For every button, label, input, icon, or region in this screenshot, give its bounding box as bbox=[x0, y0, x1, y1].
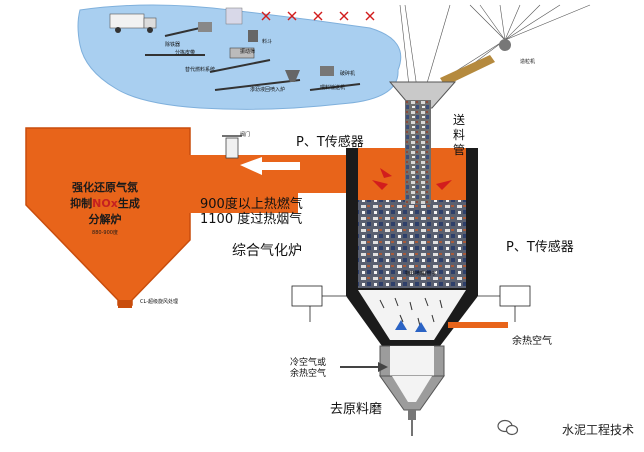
label-iron-remover: 除铁器 bbox=[165, 42, 181, 48]
heat-arrows bbox=[372, 168, 452, 190]
hot-gas-duct-lower bbox=[188, 183, 298, 213]
label-to-raw-mill: 去原料磨 bbox=[330, 402, 383, 417]
calciner-outlet bbox=[118, 300, 132, 308]
worker-photo bbox=[225, 7, 243, 25]
outlet-pipe bbox=[408, 410, 416, 420]
gasifier-wall-left bbox=[346, 148, 358, 288]
label-cold-air: 冷空气或 bbox=[290, 358, 327, 368]
label-cold-air-2: 余热空气 bbox=[290, 369, 327, 379]
label-cl-note: CL-超级旋风处理 bbox=[140, 299, 178, 305]
air-arrows bbox=[395, 320, 427, 332]
label-hopper: 料斗 bbox=[262, 39, 273, 45]
label-pt-sensor-right: P、T传感器 bbox=[506, 240, 574, 255]
calciner-line3: 分解炉 bbox=[88, 213, 122, 226]
granulator-icon bbox=[499, 39, 511, 51]
truck-icon bbox=[109, 13, 157, 33]
label-sorting-belt: 分拣皮带 bbox=[175, 50, 196, 56]
label-gas-1100: 1100 度过热烟气 bbox=[200, 212, 303, 227]
granulator-chute bbox=[440, 55, 495, 86]
gasifier-wall-right bbox=[466, 148, 478, 288]
waste-heat-pipe bbox=[448, 322, 508, 328]
label-gas-900: 900度以上热燃气 bbox=[200, 197, 303, 212]
calciner-temp: 880-900度 bbox=[92, 230, 118, 236]
calciner-label: 强化还原气氛 抑制NOx生成 分解炉 880-900度 bbox=[50, 180, 160, 238]
label-alt-fuel-system: 替代燃料系统 bbox=[185, 67, 216, 73]
watermark: 水泥工程技术 bbox=[539, 421, 634, 438]
wechat-icon bbox=[497, 419, 519, 436]
conveyor-icon bbox=[145, 22, 361, 91]
label-feed-pipe: 送料管 bbox=[452, 113, 465, 157]
watermark-text: 水泥工程技术 bbox=[561, 423, 634, 437]
label-leachate: 渗沥液回喷入炉 bbox=[250, 87, 286, 93]
calciner-line2: 抑制NOx生成 bbox=[70, 197, 140, 210]
top-valves bbox=[261, 11, 375, 21]
label-pt-sensor-top: P、T传感器 bbox=[296, 135, 364, 150]
label-waste-heat-air-right: 余热空气 bbox=[512, 336, 552, 347]
label-granulator: 造粒机 bbox=[520, 59, 536, 65]
label-valve: 阀门 bbox=[240, 132, 251, 138]
label-feed-nozzle: 物料喷嘴/管子 bbox=[405, 271, 437, 277]
valve-icon bbox=[225, 137, 239, 159]
gas-flow-arrow bbox=[240, 157, 300, 175]
gasifier-waste-bed bbox=[358, 200, 466, 288]
label-gasifier: 综合气化炉 bbox=[232, 243, 302, 259]
label-crusher: 破碎机 bbox=[340, 71, 356, 77]
feed-hopper bbox=[388, 81, 457, 109]
support-frame bbox=[291, 285, 531, 322]
calciner-line1: 强化还原气氛 bbox=[72, 181, 138, 194]
label-vibrating-screen: 振动筛 bbox=[240, 49, 256, 55]
label-feed-conveyor: 喂料输送机 bbox=[320, 85, 346, 91]
